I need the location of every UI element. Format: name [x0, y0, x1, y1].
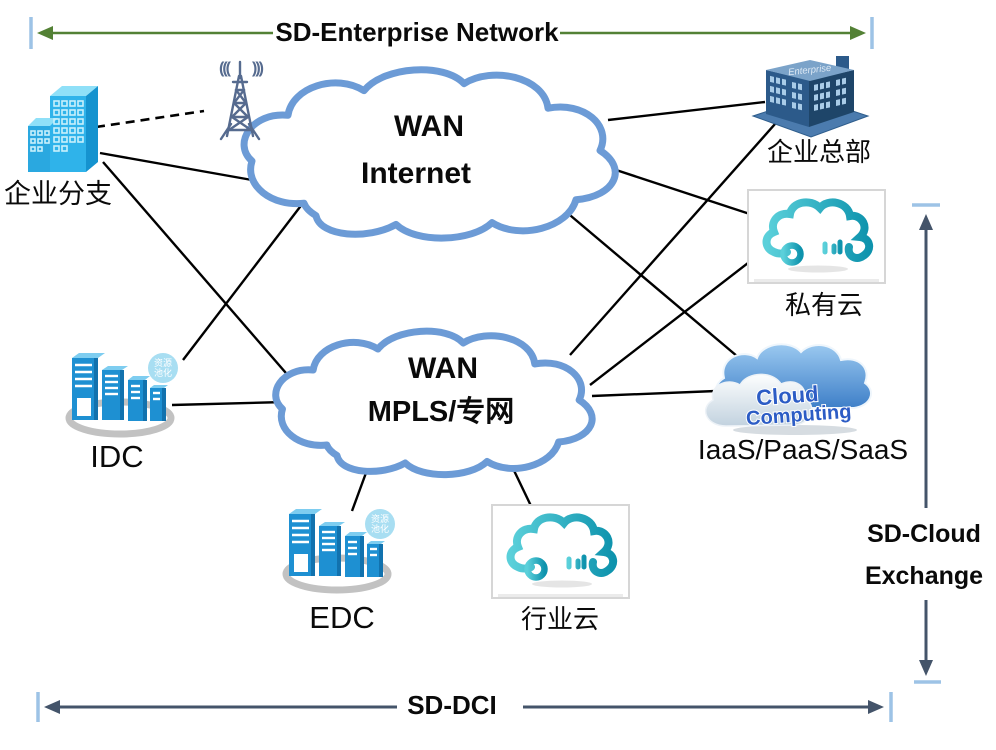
top-span-arrow: [29, 17, 874, 49]
edc-label: EDC: [309, 600, 375, 635]
private-cloud-label: 私有云: [784, 290, 864, 320]
idc-label: IDC: [90, 439, 144, 474]
right-arrow-label-line2: Exchange: [864, 562, 984, 590]
edge-idc-internet: [182, 202, 304, 361]
cloud-computing-text: Cloud: [755, 381, 819, 410]
edge-branch-tower: [95, 109, 205, 129]
branch-building-icon: [28, 86, 98, 172]
right-span-arrow: [912, 203, 941, 684]
edc-server-icon: [286, 509, 395, 590]
edge-mpls-hq: [569, 123, 776, 356]
private-cloud-key-icon: [748, 190, 885, 283]
internet-cloud-line1: WAN: [394, 110, 464, 143]
hq-roof-text: Enterprise: [788, 63, 832, 78]
edge-internet-private: [609, 166, 763, 220]
hq-building-icon: Enterprise: [751, 56, 870, 138]
bottom-span-arrow: [36, 692, 893, 722]
internet-cloud-line2: Internet: [360, 157, 472, 190]
connection-lines: [95, 100, 776, 512]
edge-mpls-iaas: [591, 389, 717, 398]
edge-idc-mpls: [171, 400, 286, 407]
industry-cloud-label: 行业云: [520, 604, 600, 634]
edge-mpls-private: [589, 245, 771, 386]
iaas-label: IaaS/PaaS/SaaS: [697, 434, 909, 465]
branch-label: 企业分支: [4, 179, 112, 209]
hq-label: 企业总部: [766, 137, 872, 167]
industry-cloud-key-icon: [492, 505, 629, 598]
edge-internet-hq: [607, 100, 766, 122]
bottom-arrow-label: SD-DCI: [407, 690, 497, 720]
top-arrow-label: SD-Enterprise Network: [275, 17, 559, 47]
svg-text:))): ))): [252, 60, 264, 77]
internet-cloud-shape: [244, 70, 615, 238]
svg-text:(((: (((: [219, 60, 232, 77]
mpls-cloud-line1: WAN: [408, 352, 478, 385]
edge-branch-mpls: [102, 161, 306, 396]
edge-internet-iaas: [557, 204, 745, 363]
cloud-computing-icon: Cloud Computing: [704, 343, 873, 435]
idc-server-icon: [69, 353, 178, 434]
edge-branch-internet: [99, 151, 253, 182]
right-arrow-label-line1: SD-Cloud: [867, 520, 981, 548]
mpls-cloud-line2: MPLS/专网: [367, 396, 515, 428]
